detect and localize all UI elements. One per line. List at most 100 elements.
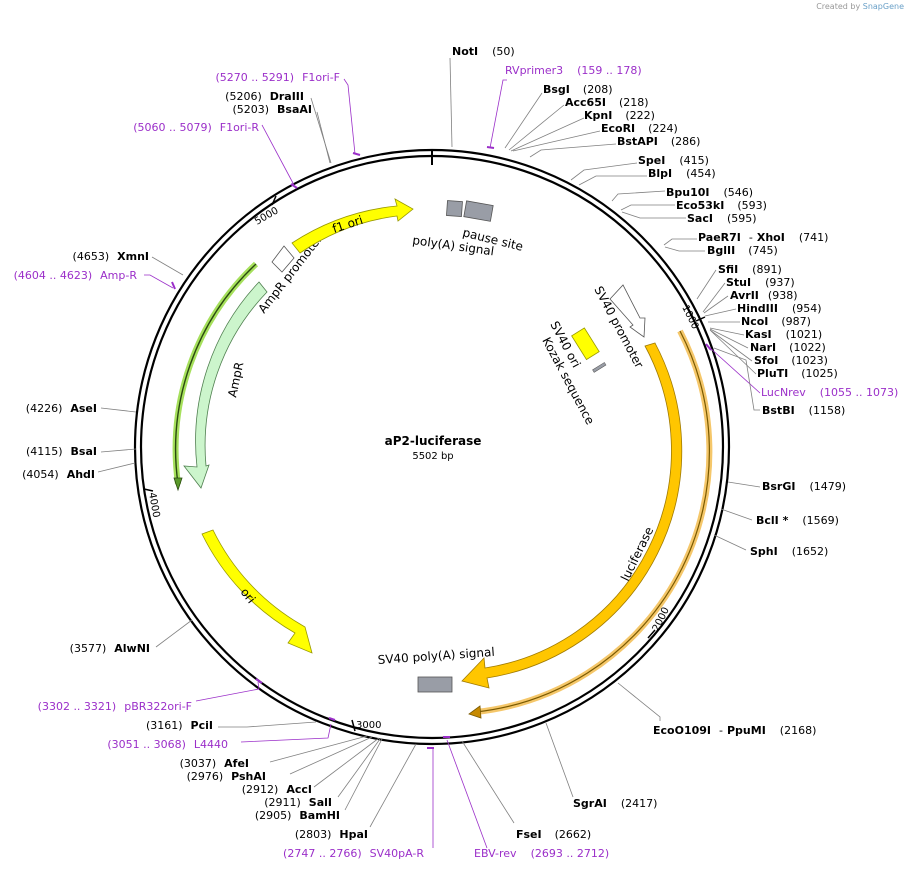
site-AhdI[interactable]: (4054)AhdI [22, 468, 95, 481]
site-pos: (5206) [225, 90, 262, 103]
site-pos: (1025) [801, 367, 838, 380]
site-pos: (4115) [26, 445, 63, 458]
site-name: PshAI [231, 770, 266, 783]
site-KpnI[interactable]: KpnI(222) [584, 109, 655, 122]
site-AvrII[interactable]: AvrII(938) [730, 289, 798, 302]
feature-sv40-ori[interactable] [571, 327, 600, 361]
site-EcoO109I-PpuMI[interactable]: EcoO109I-PpuMI(2168) [653, 724, 816, 737]
site-pos: (3161) [146, 719, 183, 732]
plasmid-length: 5502 bp [412, 451, 453, 462]
site-SfiI[interactable]: SfiI(891) [718, 263, 782, 276]
site-pos: (2168) [780, 724, 817, 737]
site-pos: (1022) [789, 341, 826, 354]
primer-F1ori-F[interactable]: (5270 .. 5291)F1ori-F [216, 71, 341, 84]
site-NarI[interactable]: NarI(1022) [750, 341, 826, 354]
site-NotI[interactable]: NotI(50) [452, 45, 515, 58]
site-name: KasI [745, 328, 772, 341]
primer-L4440[interactable]: (3051 .. 3068)L4440 [107, 738, 228, 751]
site-Eco53kI[interactable]: Eco53kI(593) [676, 199, 767, 212]
site-name: Eco53kI [676, 199, 724, 212]
feature-ampr[interactable] [183, 281, 268, 489]
site-name: StuI [726, 276, 751, 289]
feature-label-f1-ori: f1 ori [331, 213, 365, 236]
site-name: AseI [70, 402, 97, 415]
feature-ori[interactable] [201, 529, 313, 654]
site-name: SpeI [638, 154, 665, 167]
primer-pos: (5270 .. 5291) [216, 71, 295, 84]
site-SfoI[interactable]: SfoI(1023) [754, 354, 828, 367]
site-AseI[interactable]: (4226)AseI [26, 402, 97, 415]
site-KasI[interactable]: KasI(1021) [745, 328, 822, 341]
site-DraIII[interactable]: (5206)DraIII [225, 90, 304, 103]
site-AccI[interactable]: (2912) AccI [242, 783, 312, 796]
site-name: FseI [516, 828, 542, 841]
site-BsrGI[interactable]: BsrGI(1479) [762, 480, 846, 493]
site-HindIII[interactable]: HindIII(954) [737, 302, 822, 315]
primer-name: Amp-R [100, 269, 137, 282]
tick-2000: 2000 [647, 606, 672, 639]
site-BglII[interactable]: BglII(745) [707, 244, 778, 257]
site-SphI[interactable]: SphI(1652) [750, 545, 828, 558]
site-BstBI[interactable]: BstBI(1158) [762, 404, 845, 417]
site-name: AhdI [67, 468, 95, 481]
site-BsaI[interactable]: (4115)BsaI [26, 445, 97, 458]
site-pos: (415) [679, 154, 709, 167]
primer-pos: (3051 .. 3068) [107, 738, 186, 751]
site-SacI[interactable]: SacI(595) [687, 212, 757, 225]
feature-sv40-promoter[interactable] [609, 284, 646, 338]
site-SgrAI[interactable]: SgrAI(2417) [573, 797, 657, 810]
feature-kozak[interactable] [592, 362, 607, 373]
primer-name: LucNrev [761, 386, 806, 399]
site-BsgI[interactable]: BsgI(208) [543, 83, 613, 96]
site-PaeR7I-XhoI[interactable]: PaeR7I-XhoI(741) [698, 231, 828, 244]
site-SalI[interactable]: (2911)SalI [264, 796, 332, 809]
site-AlwNI[interactable]: (3577)AlwNI [70, 642, 150, 655]
site-BlpI[interactable]: BlpI(454) [648, 167, 716, 180]
primer-EBV-rev[interactable]: EBV-rev(2693 .. 2712) [474, 847, 609, 860]
site-BclI[interactable]: BclI *(1569) [756, 514, 839, 527]
site-Acc65I[interactable]: Acc65I(218) [565, 96, 649, 109]
feature-luciferase[interactable] [461, 342, 683, 689]
feature-pause-site[interactable] [463, 200, 494, 222]
site-PshAI[interactable]: (2976)PshAI [187, 770, 266, 783]
feature-sv40-polya[interactable] [417, 676, 453, 693]
site-BsaAI[interactable]: (5203)BsaAI [232, 103, 312, 116]
primer-name: F1ori-R [220, 121, 260, 134]
feature-f1-ori[interactable] [291, 198, 414, 254]
tick-3000: 3000 [351, 719, 381, 732]
feature-poly-a-signal[interactable] [446, 200, 463, 217]
site-PciI[interactable]: (3161)PciI [146, 719, 213, 732]
site-pos: (2912) [242, 783, 279, 796]
feature-ampr-track-head [173, 477, 183, 492]
site-pos: (937) [765, 276, 795, 289]
site-HpaI[interactable]: (2803)HpaI [295, 828, 368, 841]
site-XmnI[interactable]: (4653)XmnI [73, 250, 149, 263]
site-NcoI[interactable]: NcoI(987) [741, 315, 811, 328]
primer-RVprimer3[interactable]: RVprimer3(159 .. 178) [505, 64, 642, 77]
site-name-2: PpuMI [727, 724, 766, 737]
site-FseI[interactable]: FseI(2662) [516, 828, 591, 841]
primer-LucNrev[interactable]: LucNrev(1055 .. 1073) [761, 386, 898, 399]
site-Bpu10I[interactable]: Bpu10I(546) [666, 186, 753, 199]
primer-pBR322ori-F[interactable]: (3302 .. 3321)pBR322ori-F [38, 700, 192, 713]
feature-ampr-promoter[interactable] [271, 245, 295, 273]
site-name: XmnI [117, 250, 149, 263]
site-pos: (2803) [295, 828, 332, 841]
site-PluTI[interactable]: PluTI(1025) [757, 367, 838, 380]
site-EcoRI[interactable]: EcoRI(224) [601, 122, 678, 135]
site-BamHI[interactable]: (2905)BamHI [255, 809, 340, 822]
leader-lines [97, 57, 761, 849]
site-pos: (745) [748, 244, 778, 257]
site-name: BclI * [756, 514, 789, 527]
site-BstAPI[interactable]: BstAPI(286) [617, 135, 700, 148]
site-name: AccI [286, 783, 312, 796]
site-name: HindIII [737, 302, 778, 315]
site-SpeI[interactable]: SpeI (415) [638, 154, 709, 167]
primer-Amp-R[interactable]: (4604 .. 4623)Amp-R [14, 269, 138, 282]
site-name: SalI [309, 796, 332, 809]
primer-SV40pA-R[interactable]: (2747 .. 2766)SV40pA-R [283, 847, 424, 860]
site-AfeI[interactable]: (3037)AfeI [180, 757, 249, 770]
primer-F1ori-R[interactable]: (5060 .. 5079)F1ori-R [133, 121, 259, 134]
site-name: BsgI [543, 83, 570, 96]
site-StuI[interactable]: StuI (937) [726, 276, 795, 289]
